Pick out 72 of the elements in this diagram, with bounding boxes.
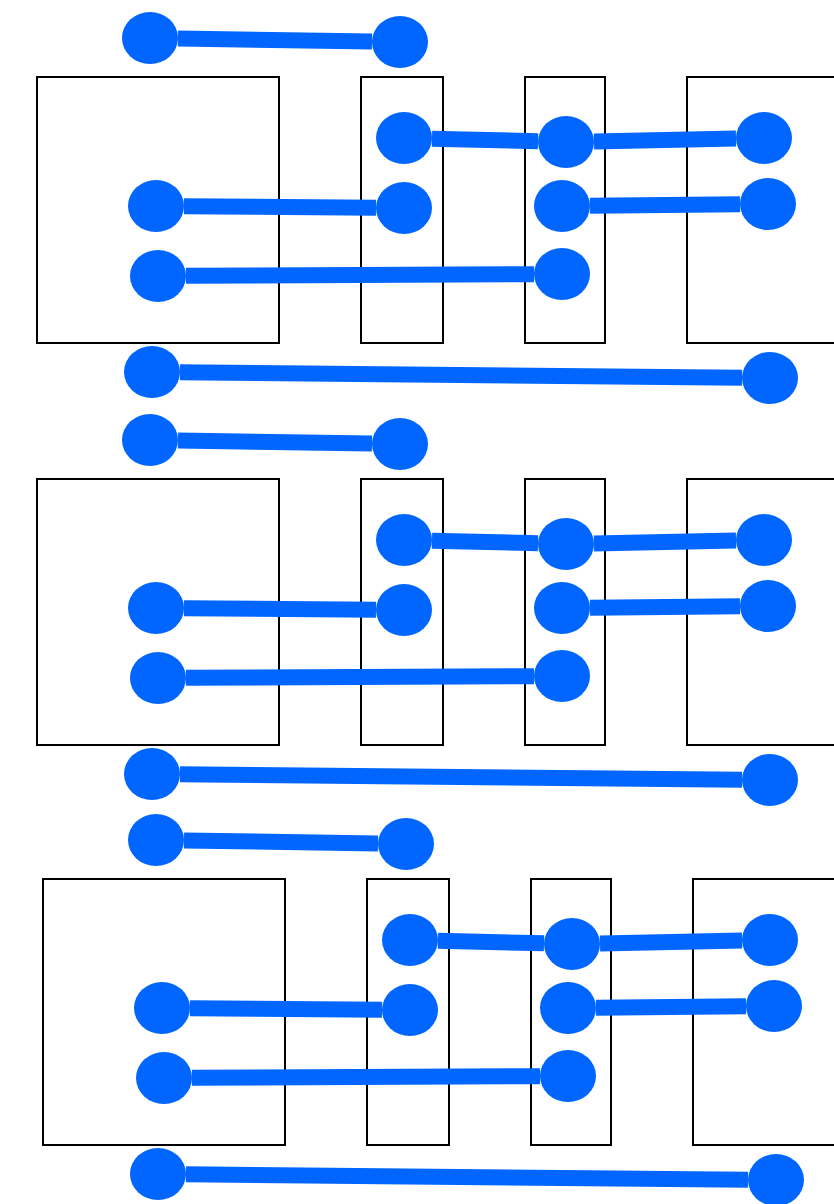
connector-line: [431, 532, 539, 552]
connector-line: [185, 1166, 749, 1188]
block-outline: [524, 478, 606, 746]
terminal-dot: [130, 1148, 186, 1200]
block-outline: [530, 878, 612, 1146]
connector-line: [595, 998, 747, 1016]
terminal-dot: [740, 580, 796, 632]
connector-line: [589, 598, 741, 616]
terminal-dot: [382, 984, 438, 1036]
terminal-dot: [134, 982, 190, 1034]
block-outline: [692, 878, 834, 1146]
connector-line: [599, 932, 743, 952]
terminal-dot: [376, 182, 432, 234]
terminal-dot: [736, 112, 792, 164]
connector-line: [431, 130, 539, 150]
terminal-dot: [540, 982, 596, 1034]
connector-line: [589, 196, 741, 214]
terminal-dot: [376, 112, 432, 164]
terminal-dot: [136, 1052, 192, 1104]
terminal-dot: [130, 250, 186, 302]
connector-line: [177, 30, 373, 50]
connector-line: [177, 432, 373, 452]
connector-line: [593, 532, 737, 552]
terminal-dot: [534, 650, 590, 702]
terminal-dot: [748, 1154, 804, 1204]
terminal-dot: [130, 652, 186, 704]
connector-line: [179, 364, 743, 386]
block-outline: [360, 478, 444, 746]
connector-line: [179, 766, 743, 788]
connector-line: [437, 932, 545, 952]
terminal-dot: [378, 818, 434, 870]
block-outline: [36, 478, 280, 746]
connector-line: [593, 130, 737, 150]
connector-line: [183, 198, 377, 216]
terminal-dot: [740, 178, 796, 230]
block-outline: [686, 76, 834, 344]
terminal-dot: [736, 514, 792, 566]
terminal-dot: [128, 814, 184, 866]
terminal-dot: [124, 346, 180, 398]
terminal-dot: [376, 514, 432, 566]
block-outline: [42, 878, 286, 1146]
terminal-dot: [746, 980, 802, 1032]
terminal-dot: [538, 518, 594, 570]
block-outline: [524, 76, 606, 344]
connector-line: [183, 832, 379, 852]
terminal-dot: [534, 582, 590, 634]
terminal-dot: [534, 180, 590, 232]
terminal-dot: [372, 16, 428, 68]
terminal-dot: [122, 414, 178, 466]
terminal-dot: [128, 582, 184, 634]
terminal-dot: [742, 352, 798, 404]
block-outline: [36, 76, 280, 344]
terminal-dot: [124, 748, 180, 800]
terminal-dot: [382, 914, 438, 966]
terminal-dot: [372, 418, 428, 470]
connector-line: [185, 668, 535, 686]
connector-line: [183, 600, 377, 618]
terminal-dot: [534, 248, 590, 300]
terminal-dot: [122, 12, 178, 64]
connector-line: [185, 266, 535, 284]
block-outline: [686, 478, 834, 746]
connector-line: [191, 1068, 541, 1086]
connector-line: [189, 1000, 383, 1018]
terminal-dot: [742, 754, 798, 806]
terminal-dot: [376, 584, 432, 636]
terminal-dot: [742, 914, 798, 966]
terminal-dot: [540, 1050, 596, 1102]
block-outline: [366, 878, 450, 1146]
block-outline: [360, 76, 444, 344]
terminal-dot: [128, 180, 184, 232]
terminal-dot: [538, 116, 594, 168]
terminal-dot: [544, 918, 600, 970]
